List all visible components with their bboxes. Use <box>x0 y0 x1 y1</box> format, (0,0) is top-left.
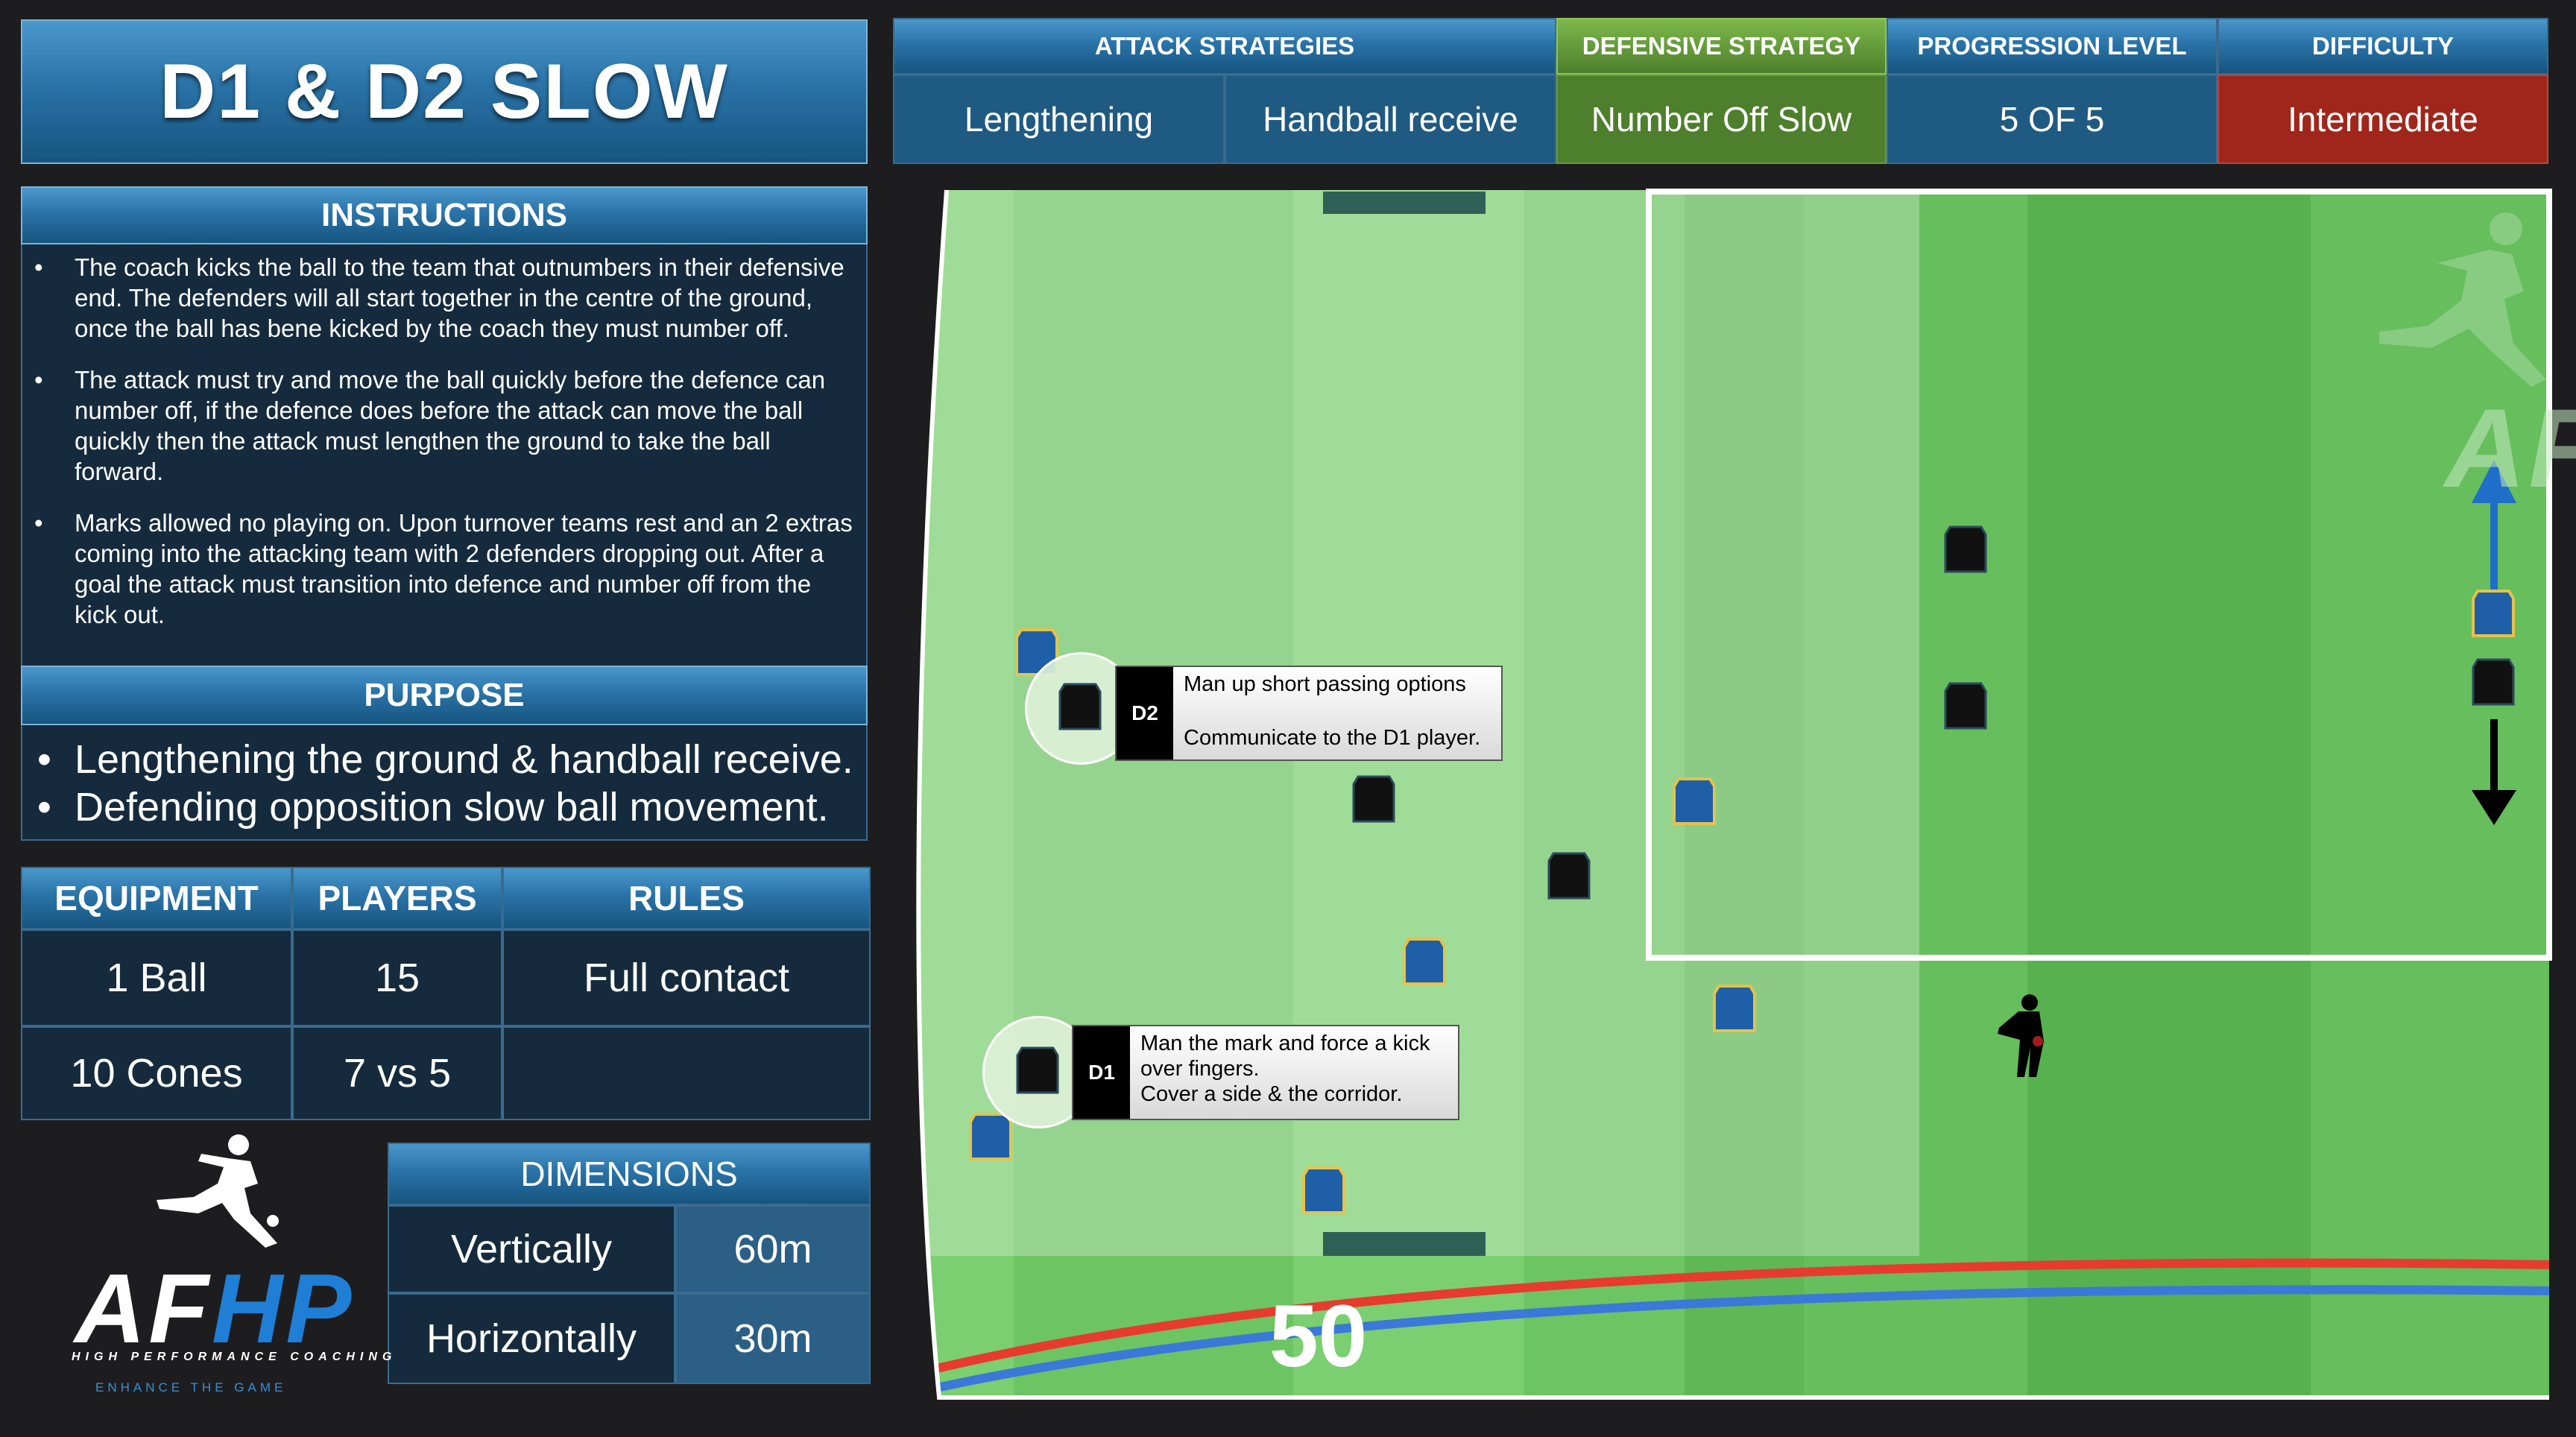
callout-line: Man the mark and force a kick over finge… <box>1140 1032 1430 1081</box>
d2-callout: D2 Man up short passing options Communic… <box>1115 666 1503 761</box>
progression-level-value: 5 OF 5 <box>1887 75 2217 164</box>
callout-line: Communicate to the D1 player. <box>1184 726 1481 750</box>
dimension-value: 30m <box>675 1293 871 1384</box>
field-diagram: AFH 50 D2 Man up short passing options C… <box>894 183 2576 1405</box>
callout-tag: D2 <box>1117 667 1173 759</box>
dimension-label: Horizontally <box>388 1293 675 1384</box>
table-header-equipment: EQUIPMENT <box>21 867 292 929</box>
dimensions-header: DIMENSIONS <box>388 1143 871 1205</box>
purpose-header: PURPOSE <box>21 666 868 725</box>
defensive-strategy-value: Number Off Slow <box>1556 75 1887 164</box>
instructions-panel: The coach kicks the ball to the team tha… <box>21 244 868 666</box>
defensive-strategy-header: DEFENSIVE STRATEGY <box>1556 18 1887 75</box>
field-watermark-logo: AFH <box>2445 385 2576 511</box>
purpose-list: Lengthening the ground & handball receiv… <box>30 736 859 831</box>
dimension-label: Vertically <box>388 1205 675 1293</box>
attack-strategies-header: ATTACK STRATEGIES <box>893 18 1556 75</box>
drill-title-banner: D1 & D2 SLOW <box>21 19 868 164</box>
attack-strategy-value: Lengthening <box>893 75 1225 164</box>
dimension-value: 60m <box>675 1205 871 1293</box>
table-cell-rules <box>502 1026 871 1120</box>
purpose-panel: Lengthening the ground & handball receiv… <box>21 725 868 841</box>
callout-line: Cover a side & the corridor. <box>1140 1082 1403 1106</box>
callout-tag: D1 <box>1073 1026 1130 1119</box>
logo-subtitle: HIGH PERFORMANCE COACHING <box>72 1351 397 1363</box>
instructions-header: INSTRUCTIONS <box>21 186 868 244</box>
fifty-metre-marker: 50 <box>1269 1287 1368 1386</box>
attack-strategy-value: Handball receive <box>1225 75 1556 164</box>
coach-figure-icon <box>1998 994 2044 1077</box>
purpose-item: Defending opposition slow ball movement. <box>30 783 859 831</box>
table-cell-players: 15 <box>292 929 502 1026</box>
table-cell-equipment: 10 Cones <box>21 1026 292 1120</box>
purpose-item: Lengthening the ground & handball receiv… <box>30 736 859 783</box>
table-cell-players: 7 vs 5 <box>292 1026 502 1120</box>
difficulty-value: Intermediate <box>2217 75 2548 164</box>
instructions-list: The coach kicks the ball to the team tha… <box>30 252 859 630</box>
defender-guernsey-icon <box>1016 1046 1059 1094</box>
table-header-players: PLAYERS <box>292 867 502 929</box>
table-cell-rules: Full contact <box>502 929 871 1026</box>
table-header-rules: RULES <box>502 867 871 929</box>
difficulty-header: DIFFICULTY <box>2217 18 2548 75</box>
progression-level-header: PROGRESSION LEVEL <box>1887 18 2217 75</box>
logo-tagline: ENHANCE THE GAME <box>95 1380 287 1395</box>
d1-callout: D1 Man the mark and force a kick over fi… <box>1072 1025 1459 1120</box>
logo-wordmark: AFHP <box>75 1254 355 1363</box>
drill-title: D1 & D2 SLOW <box>160 48 729 135</box>
field-graphic <box>916 189 2552 1400</box>
instruction-item: The attack must try and move the ball qu… <box>30 364 859 487</box>
table-cell-equipment: 1 Ball <box>21 929 292 1026</box>
defender-guernsey-icon <box>1058 683 1102 730</box>
callout-line: Man up short passing options <box>1184 672 1466 696</box>
kicker-silhouette-icon <box>157 1134 279 1248</box>
instruction-item: Marks allowed no playing on. Upon turnov… <box>30 508 859 630</box>
instruction-item: The coach kicks the ball to the team tha… <box>30 252 859 344</box>
